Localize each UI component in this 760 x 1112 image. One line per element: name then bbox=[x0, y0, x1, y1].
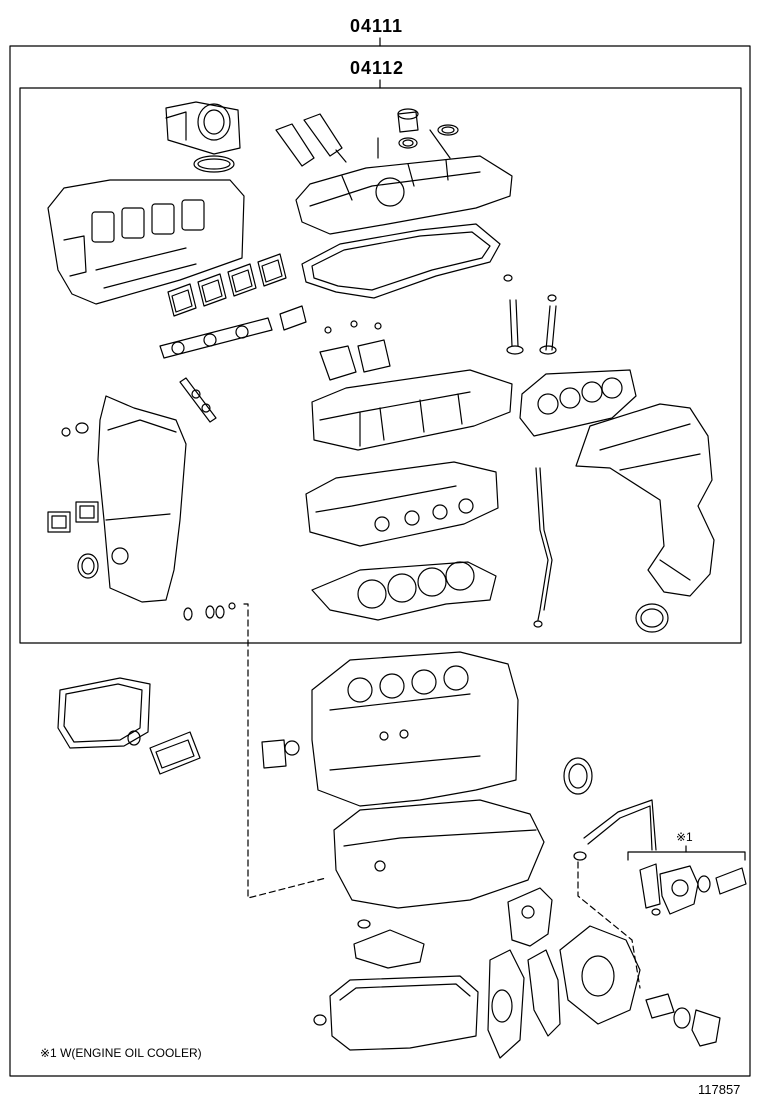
front-crankshaft-seal bbox=[78, 554, 98, 578]
oil-pan-gasket-left bbox=[58, 678, 150, 748]
small-o-rings bbox=[184, 603, 235, 620]
cylinder-block bbox=[312, 652, 518, 806]
oil-cooler-bracket bbox=[628, 852, 745, 860]
oil-filler-cap bbox=[398, 109, 458, 148]
oil-pan bbox=[314, 976, 478, 1050]
figure-number: 117857 bbox=[698, 1082, 741, 1097]
exhaust-seal-ring bbox=[636, 604, 668, 632]
oil-strainer bbox=[354, 920, 424, 968]
inner-kit-frame bbox=[20, 88, 741, 643]
spark-plug-coils bbox=[276, 114, 346, 166]
cylinder-head bbox=[306, 462, 498, 546]
crankcase bbox=[334, 800, 544, 908]
oil-pump bbox=[488, 950, 524, 1058]
intake-manifold bbox=[48, 180, 244, 304]
cylinder-head-gasket bbox=[312, 562, 496, 620]
valve-set bbox=[504, 275, 556, 354]
crankcase-gasket-small bbox=[150, 732, 200, 774]
rear-crankshaft-seal bbox=[564, 758, 592, 794]
camshaft-bearing-caps bbox=[320, 321, 390, 380]
water-outlet bbox=[646, 994, 720, 1046]
engine-oil-cooler bbox=[640, 864, 746, 915]
camshaft-intake bbox=[160, 306, 306, 358]
water-pump-gasket bbox=[528, 950, 560, 1036]
oil-pump-gasket bbox=[508, 888, 552, 946]
camshaft-exhaust bbox=[180, 378, 216, 422]
oil-cooler-mark: ※1 bbox=[676, 830, 693, 844]
exhaust-manifold bbox=[576, 404, 714, 596]
water-pump bbox=[560, 926, 640, 1024]
intake-manifold-gasket-set bbox=[168, 254, 286, 316]
oil-strainer-pipe bbox=[574, 800, 656, 860]
camshaft-housing bbox=[312, 370, 512, 450]
water-inlet bbox=[262, 740, 299, 768]
exhaust-manifold-gasket bbox=[520, 370, 636, 436]
outer-kit-frame bbox=[10, 46, 750, 1076]
oil-seal-small bbox=[128, 731, 140, 745]
kit-frames bbox=[10, 38, 750, 1076]
timing-cover-gaskets bbox=[48, 502, 98, 532]
outer-kit-label: 04111 bbox=[350, 16, 404, 36]
throttle-body-gasket bbox=[194, 156, 234, 172]
timing-chain-cover bbox=[62, 396, 186, 602]
head-cover-gasket bbox=[302, 224, 500, 298]
cylinder-head-cover bbox=[296, 130, 512, 234]
cover-parts-leader bbox=[244, 604, 326, 898]
inner-kit-label: 04112 bbox=[350, 58, 405, 78]
footnote: ※1 W(ENGINE OIL COOLER) bbox=[40, 1046, 202, 1060]
oil-pump-leader bbox=[578, 862, 640, 988]
oil-level-gauge bbox=[534, 468, 552, 627]
throttle-body bbox=[166, 102, 240, 154]
